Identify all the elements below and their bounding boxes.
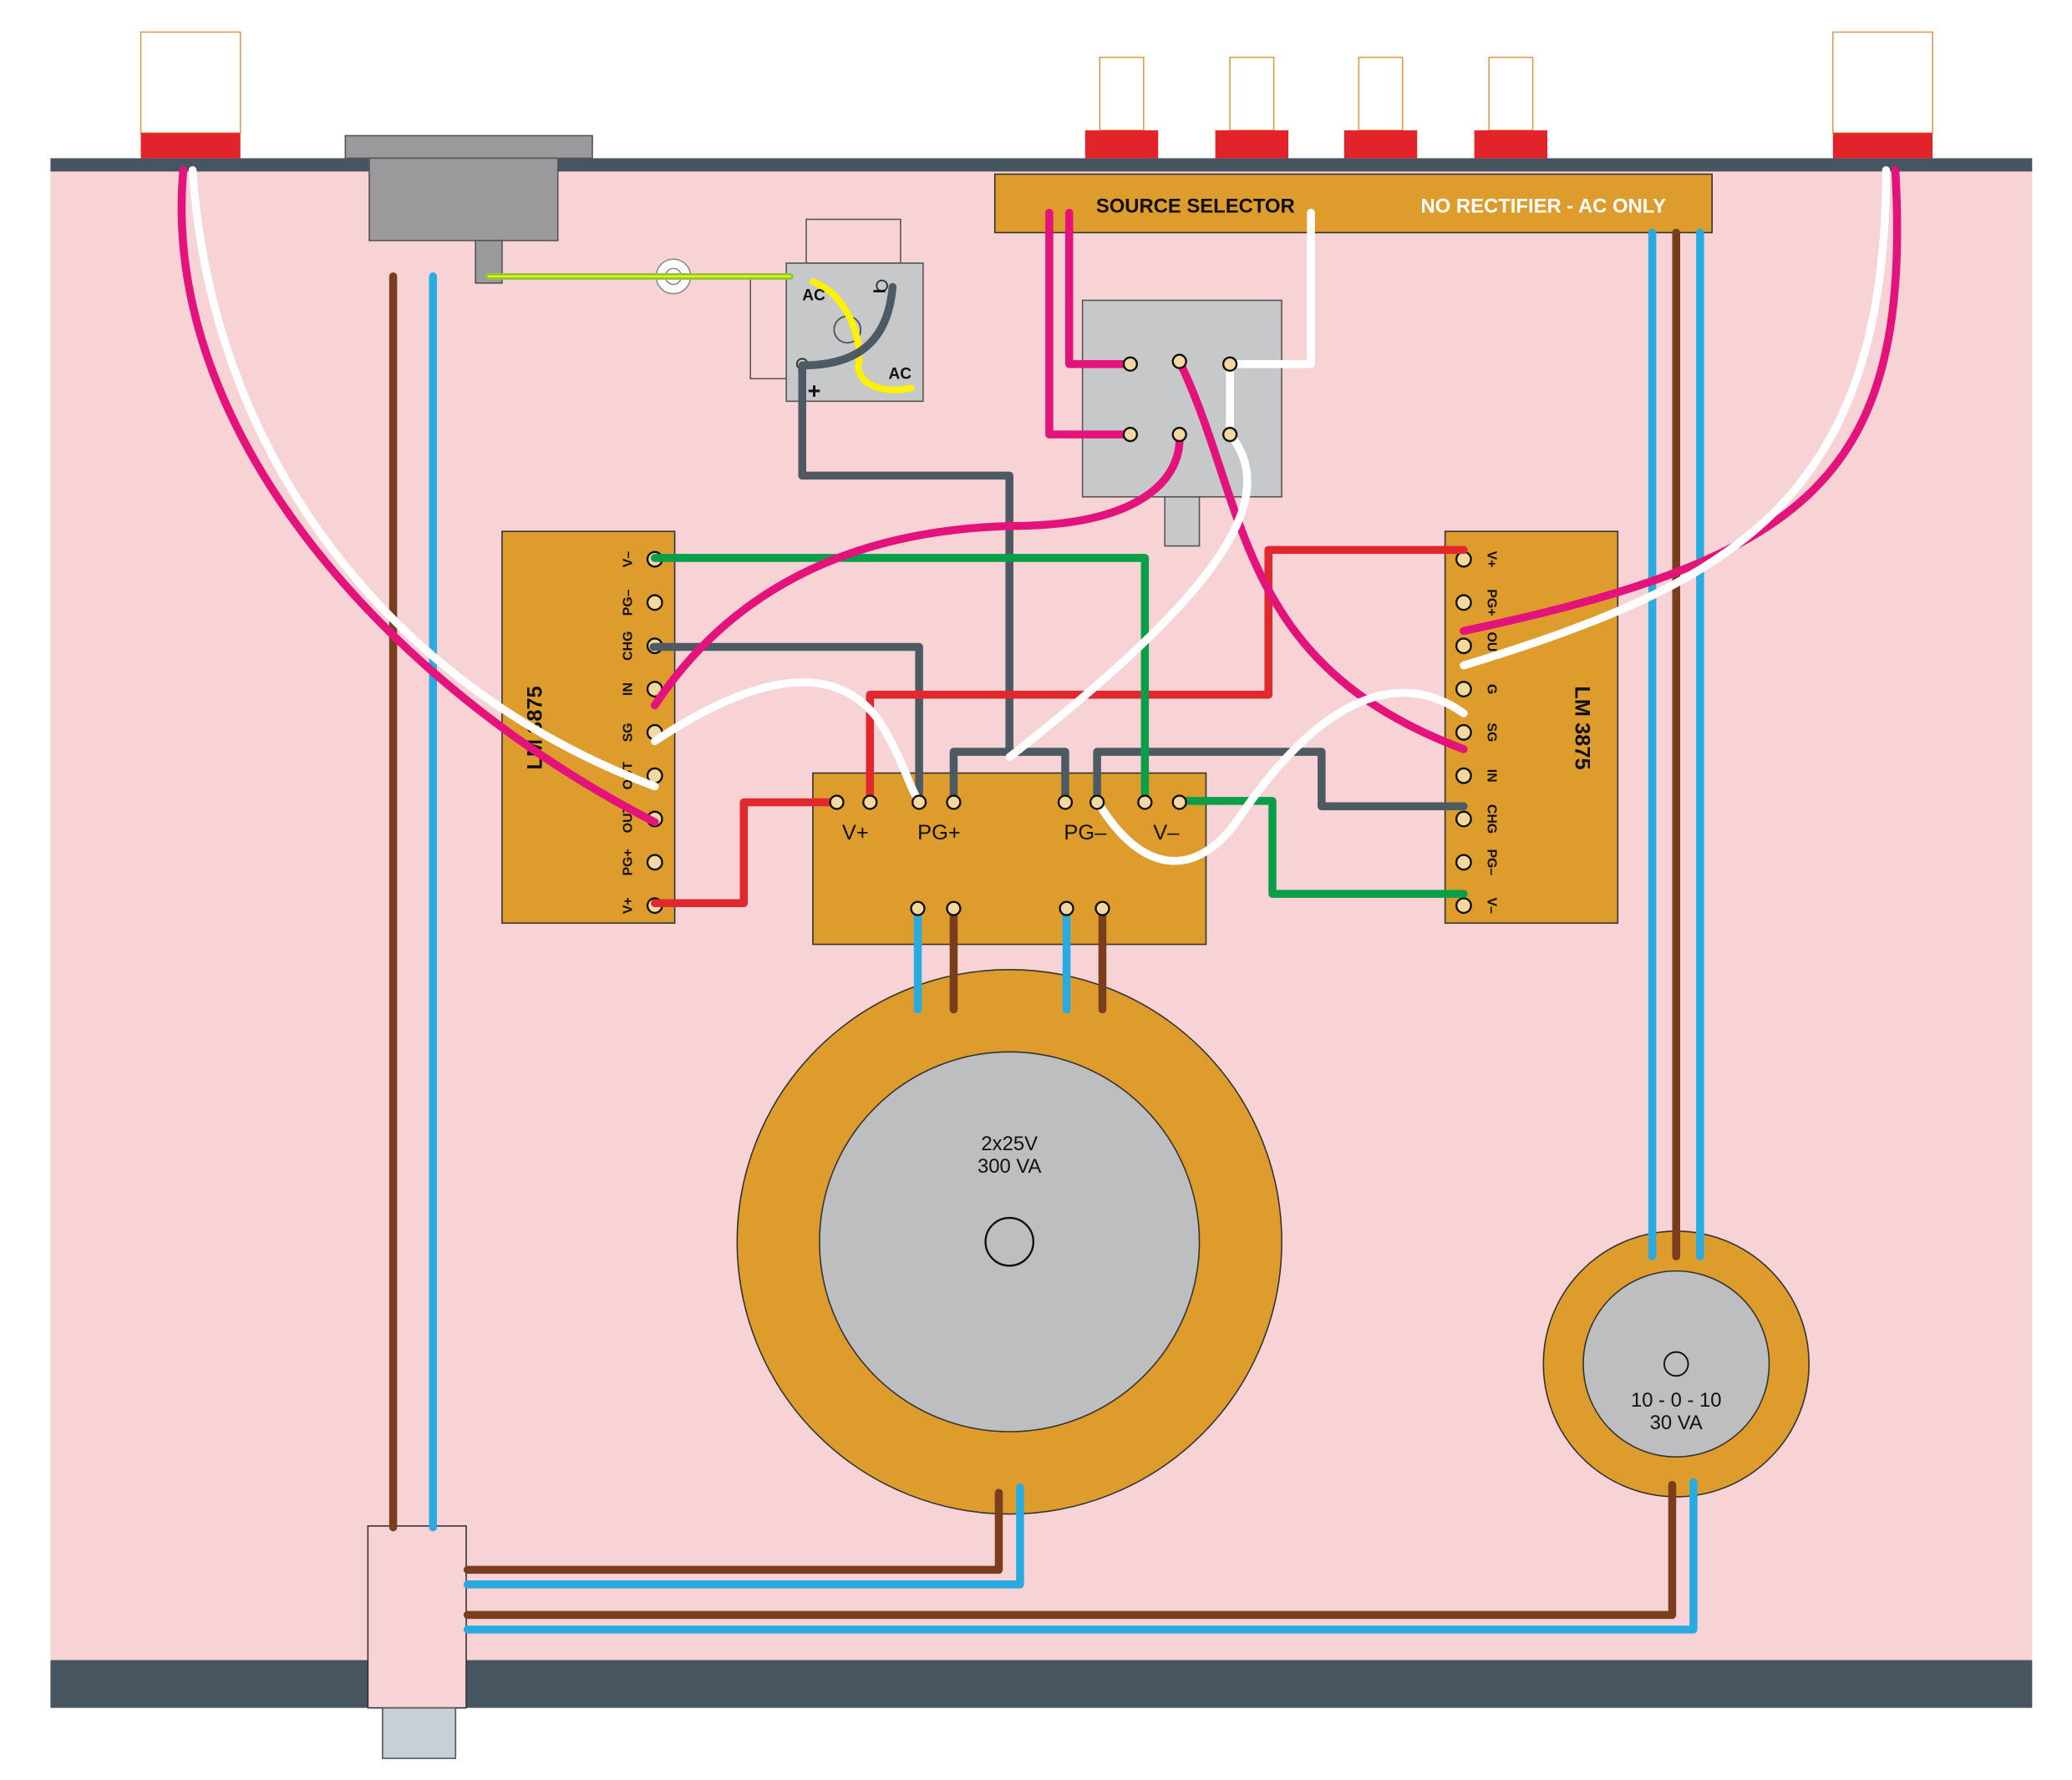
- amp-right-pin-label: IN: [1485, 769, 1499, 783]
- amp-right-pin-label: SG: [1485, 723, 1499, 742]
- amp-right-pin-label: PG+: [1485, 589, 1499, 616]
- bridge-plus: +: [808, 378, 821, 403]
- amp-right-pin: [1455, 854, 1472, 871]
- wire-bridge-ac: [809, 278, 915, 393]
- transformer-small-voltage: 10 - 0 - 10: [1631, 1389, 1722, 1412]
- wire-speaker-right-hot: [1460, 165, 1902, 636]
- transformer-small-rating: 30 VA: [1650, 1412, 1703, 1434]
- source-selector-title: SOURCE SELECTOR: [1096, 195, 1295, 218]
- wire-ground-chg-right: [1093, 748, 1468, 810]
- solder-point: [1089, 794, 1105, 810]
- amp-left-pin-label: PG+: [622, 849, 636, 875]
- amp-left-pin-label: SG: [622, 723, 636, 742]
- bridge-ac-top: AC: [802, 287, 825, 305]
- amp-right-pin: [1455, 681, 1472, 697]
- wire-input-left: [650, 430, 1184, 710]
- bridge-ac-bottom: AC: [889, 365, 912, 383]
- transformer-main-rating: 300 VA: [978, 1155, 1042, 1178]
- amp-left-pin-label: V–: [622, 551, 636, 568]
- wire-sg-right: [1093, 688, 1468, 865]
- amp-left-pin-label: V+: [622, 897, 636, 914]
- chassis-bottom-rail: [50, 1660, 2033, 1708]
- psu-label-pgplus: PG+: [917, 821, 961, 844]
- amp-right-pin: [1455, 767, 1472, 784]
- transformer-small: 10 - 0 - 10 30 VA: [1542, 1230, 1810, 1498]
- amp-right-pin: [1455, 810, 1472, 828]
- solder-point: [862, 794, 878, 810]
- bridge-minus: –: [872, 276, 886, 303]
- wire-speaker-left-ret: [188, 165, 659, 791]
- solder-point: [829, 794, 845, 810]
- amp-right-pin: [1455, 723, 1472, 741]
- amp-right-pin: [1455, 897, 1472, 915]
- amp-right-pin-label: V+: [1485, 551, 1499, 568]
- wire-sg-selector: [1005, 430, 1252, 762]
- wire-vplus-left: [650, 798, 841, 908]
- wire-input-right: [1175, 357, 1468, 753]
- wire-ground-left: [949, 748, 1069, 805]
- wire-ground-chg-left: [649, 642, 923, 805]
- amp-left-pin: [646, 594, 663, 611]
- solder-point: [1059, 900, 1074, 916]
- wire-selector-pink: [1045, 208, 1135, 439]
- solder-point: [946, 900, 962, 916]
- solder-point: [1171, 794, 1187, 810]
- solder-point: [1171, 353, 1187, 369]
- wire-bridge-ground: [798, 282, 897, 370]
- solder-point: [946, 794, 962, 810]
- wire-ground-bus: [798, 363, 1013, 762]
- solder-points: [829, 353, 1238, 916]
- amp-left-pin-label: IN: [622, 682, 636, 696]
- wire-selector-white: [1226, 208, 1315, 439]
- transformer-main: 2x25V 300 VA: [736, 968, 1282, 1515]
- wiring: [177, 165, 1902, 1634]
- psu-label-vplus: V+: [842, 821, 869, 844]
- wire-main-xfmr-live: [463, 1488, 1003, 1575]
- amp-right-pin-label: G: [1485, 684, 1499, 694]
- amp-right-pin: [1455, 550, 1472, 568]
- wire-vminus-left: [650, 554, 1150, 805]
- solder-point: [1122, 426, 1139, 443]
- power-switch: [367, 1525, 467, 1759]
- solder-point: [910, 900, 926, 916]
- source-selector-board: SOURCE SELECTOR NO RECTIFIER - AC ONLY: [993, 173, 1713, 234]
- wire-main-xfmr-neutral: [463, 1483, 1024, 1589]
- amp-right-pin-label: CHG: [1485, 804, 1499, 834]
- solder-point: [1221, 356, 1238, 372]
- amp-left-pin: [646, 854, 663, 871]
- transformer-main-voltage: 2x25V: [981, 1133, 1038, 1155]
- solder-point: [1221, 426, 1238, 443]
- chassis-top-rail: [50, 158, 2033, 172]
- psu-label-pgminus: PG–: [1064, 821, 1107, 844]
- wire-small-xfmr-neutral: [463, 1478, 1698, 1634]
- wire-sg-left: [650, 678, 923, 805]
- wire-speaker-left-hot: [177, 165, 659, 827]
- amp-left-pin-label: CHG: [622, 631, 636, 661]
- amp-right-pin: [1455, 637, 1472, 655]
- solder-point: [911, 794, 927, 810]
- amp-right-pin-label: V–: [1485, 897, 1499, 914]
- wire-vminus-right: [1175, 797, 1468, 898]
- wire-vplus-right: [866, 545, 1468, 805]
- amp-left-pin-label: PG–: [622, 589, 636, 616]
- solder-point: [1057, 794, 1074, 810]
- solder-point: [1171, 426, 1187, 443]
- wire-speaker-right-ret: [1460, 165, 1891, 670]
- speaker-terminal-left: [140, 31, 241, 159]
- amp-right-pin: [1455, 594, 1472, 611]
- amp-right-title: LM 3875: [1570, 686, 1593, 769]
- wire-small-xfmr-live: [463, 1480, 1677, 1620]
- solder-point: [1094, 900, 1110, 916]
- speaker-terminal-right: [1832, 31, 1933, 159]
- amp-right-pin-label: PG–: [1485, 849, 1499, 875]
- no-rectifier-note: NO RECTIFIER - AC ONLY: [1421, 195, 1667, 218]
- solder-point: [1137, 794, 1153, 810]
- iec-inlet: [344, 134, 593, 284]
- solder-point: [1122, 356, 1139, 372]
- rca-input-jacks: [1084, 56, 1548, 159]
- psu-label-vminus: V–: [1153, 821, 1180, 844]
